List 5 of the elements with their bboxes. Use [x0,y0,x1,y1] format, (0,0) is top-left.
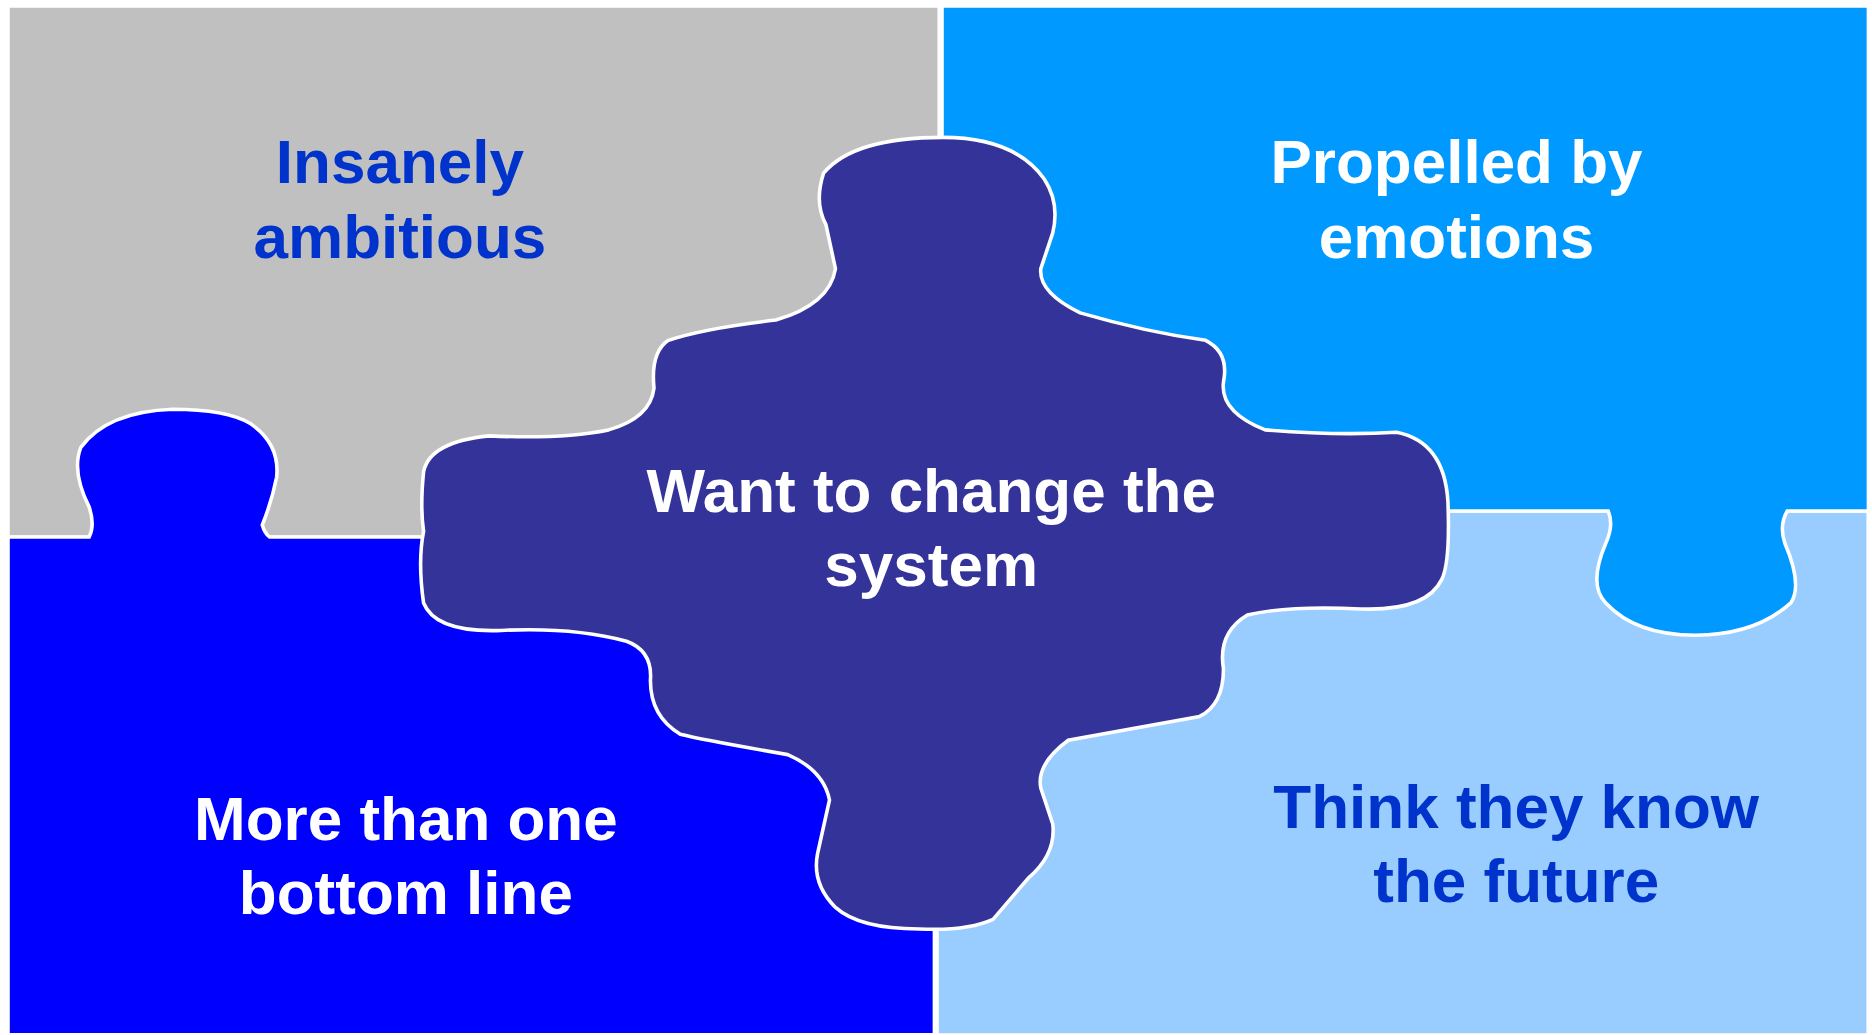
piece-label: Insanely ambitious [252,126,548,273]
piece-label: Propelled by emotions [1269,126,1644,273]
piece-label: Think they know the future [1272,771,1761,918]
piece-label: Want to change the system [645,454,1217,602]
piece-label: More than one bottom line [193,782,619,930]
